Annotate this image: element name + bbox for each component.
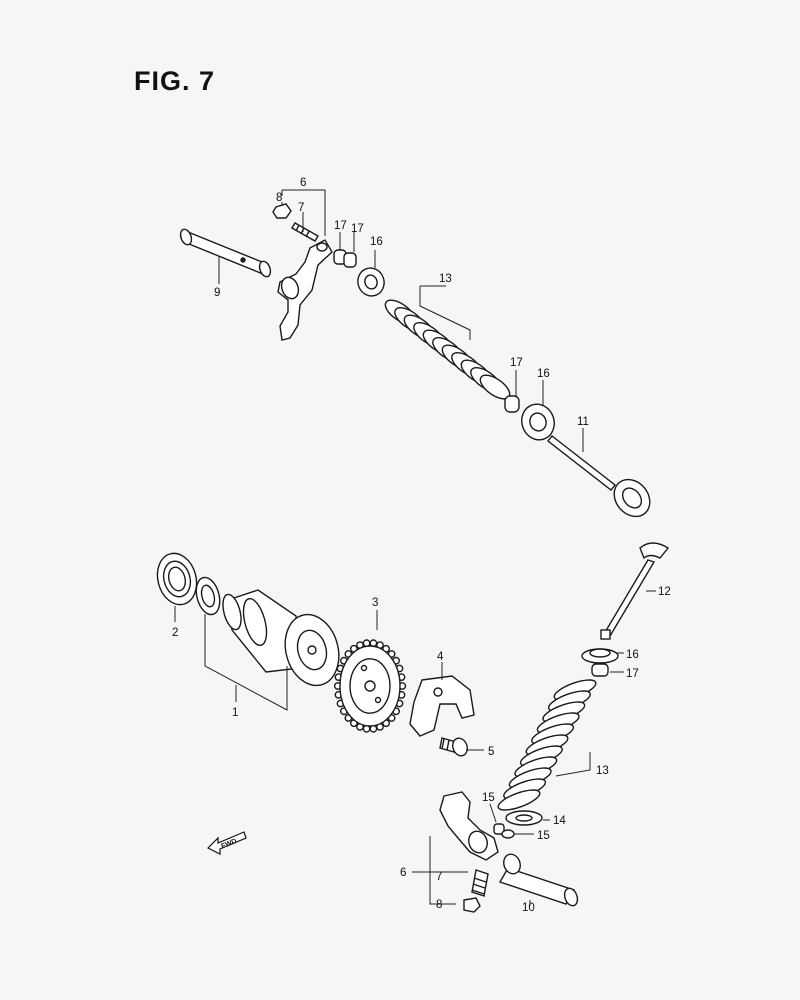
adjust-screw-lower <box>471 869 489 897</box>
spring-seat-upper <box>521 403 555 441</box>
rocker-shaft-upper <box>179 228 272 278</box>
valve-cotter-upper-2 <box>504 395 520 413</box>
callout-17: 17 <box>334 220 347 232</box>
rocker-arm-upper <box>277 239 333 341</box>
callout-16: 16 <box>370 236 383 248</box>
callout-15: 15 <box>482 792 495 804</box>
callout-8: 8 <box>436 899 442 911</box>
valve-springs-upper <box>384 299 511 400</box>
cam-sprocket <box>333 639 407 733</box>
callout-5: 5 <box>488 746 494 758</box>
callout-labels: 6 8 7 17 17 16 9 13 17 16 11 2 1 3 4 5 1… <box>172 177 671 914</box>
fwd-label: FWD <box>220 838 237 850</box>
leader-lines <box>174 189 656 906</box>
callout-15: 15 <box>537 830 550 842</box>
callout-12: 12 <box>658 586 671 598</box>
callout-17: 17 <box>510 357 523 369</box>
callout-9: 9 <box>214 287 220 299</box>
camshaft-washer <box>195 576 221 616</box>
callout-13: 13 <box>596 765 609 777</box>
sprocket-bolt <box>439 737 468 757</box>
callout-4: 4 <box>437 651 444 663</box>
spring-retainer-upper <box>357 267 385 297</box>
spring-retainer-lower <box>581 648 619 664</box>
valve-cotter-lower <box>591 663 609 677</box>
callout-16: 16 <box>626 649 639 661</box>
figure-title: FIG. 7 <box>134 66 216 96</box>
adjust-nut-lower <box>463 897 481 913</box>
callout-6: 6 <box>300 177 306 189</box>
valve-springs-lower <box>497 679 597 811</box>
forward-arrow-icon: FWD <box>206 831 247 855</box>
callout-11: 11 <box>577 416 589 428</box>
callout-8: 8 <box>276 192 282 204</box>
rocker-shaft-lower <box>498 853 579 907</box>
rocker-arm-lower <box>439 791 499 861</box>
callout-3: 3 <box>372 597 378 609</box>
callout-17: 17 <box>351 223 364 235</box>
callout-10: 10 <box>522 902 535 914</box>
adjust-screw-upper <box>272 203 319 242</box>
exhaust-valve <box>547 435 651 518</box>
callout-1: 1 <box>232 707 238 719</box>
spring-seat-lower <box>505 810 543 826</box>
valve-stem-seal <box>493 823 515 839</box>
camshaft-bearing <box>156 552 198 606</box>
callout-14: 14 <box>553 815 566 827</box>
callout-16: 16 <box>537 368 550 380</box>
callout-6: 6 <box>400 867 406 879</box>
callout-13: 13 <box>439 273 452 285</box>
intake-valve <box>600 542 670 640</box>
sprocket-plate <box>409 675 475 737</box>
callout-7: 7 <box>298 202 304 214</box>
valve-cotter-upper <box>333 249 357 268</box>
callout-17: 17 <box>626 668 639 680</box>
callout-2: 2 <box>172 627 178 639</box>
callout-7: 7 <box>436 871 442 883</box>
camshaft <box>222 589 340 687</box>
